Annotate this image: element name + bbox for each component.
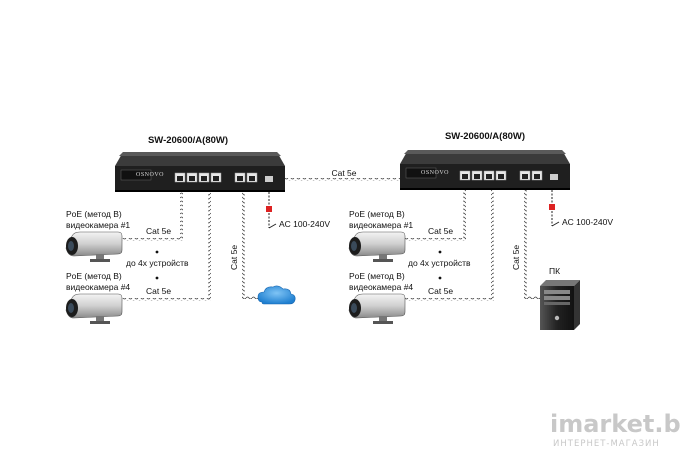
watermark-main: imarket.by [550, 410, 680, 438]
right-cable-4 [491, 190, 494, 300]
left-up-to-label: до 4х устройств [126, 258, 189, 268]
left-cam4-label-l1: PoE (метод B) [66, 271, 122, 281]
right-cam4-label-l1: PoE (метод B) [349, 271, 405, 281]
right-switch-icon [399, 149, 571, 191]
left-cam1-label-l1: PoE (метод B) [66, 209, 122, 219]
left-camera-1-icon [65, 231, 123, 263]
right-power-plug-icon [549, 190, 560, 227]
right-cam4-label-l2: видеокамера #4 [349, 282, 413, 292]
left-camera-4-icon [65, 293, 123, 325]
switch-link-label: Cat 5e [331, 168, 356, 178]
left-cable-1 [180, 192, 183, 240]
pc-tower-icon [540, 280, 580, 330]
left-switch-brand: OSNOVO [136, 172, 164, 178]
right-cable1-label: Cat 5e [428, 226, 453, 236]
watermark-sub: ИНТЕРНЕТ-МАГАЗИН [553, 439, 660, 449]
left-cable-4 [208, 192, 211, 300]
pc-label: ПК [549, 266, 560, 276]
right-cam1-label-l1: PoE (метод B) [349, 209, 405, 219]
left-cam4-label-l2: видеокамера #4 [66, 282, 130, 292]
right-cable-1 [463, 190, 466, 240]
left-power-plug-icon [266, 192, 277, 229]
left-cable1-label: Cat 5e [146, 226, 171, 236]
right-power-label: AC 100-240V [562, 217, 613, 227]
left-power-label: AC 100-240V [279, 219, 330, 229]
right-camera-1-icon [348, 231, 406, 263]
left-switch-icon [114, 151, 286, 193]
right-switch-brand: OSNOVO [421, 170, 449, 176]
right-cable4-label: Cat 5e [428, 286, 453, 296]
left-cam1-label-l2: видеокамера #1 [66, 220, 130, 230]
right-uplink-label: Cat 5e [511, 245, 521, 270]
right-cam1-label-l2: видеокамера #1 [349, 220, 413, 230]
left-cable-uplink [242, 192, 245, 298]
left-cable4-label: Cat 5e [146, 286, 171, 296]
left-group: SW-20600/A(80W) OSNOVO Cat 5e Cat 5e Cat… [65, 135, 330, 325]
right-up-to-label: до 4х устройств [408, 258, 471, 268]
right-cable-uplink [524, 190, 527, 298]
cloud-icon [257, 285, 296, 305]
right-camera-4-icon [348, 293, 406, 325]
left-switch-title: SW-20600/A(80W) [148, 135, 228, 146]
right-group: SW-20600/A(80W) OSNOVO Cat 5e Cat 5e Cat… [348, 131, 613, 330]
right-switch-title: SW-20600/A(80W) [445, 131, 525, 142]
switch-link-cable [285, 178, 405, 181]
left-uplink-label: Cat 5e [229, 245, 239, 270]
